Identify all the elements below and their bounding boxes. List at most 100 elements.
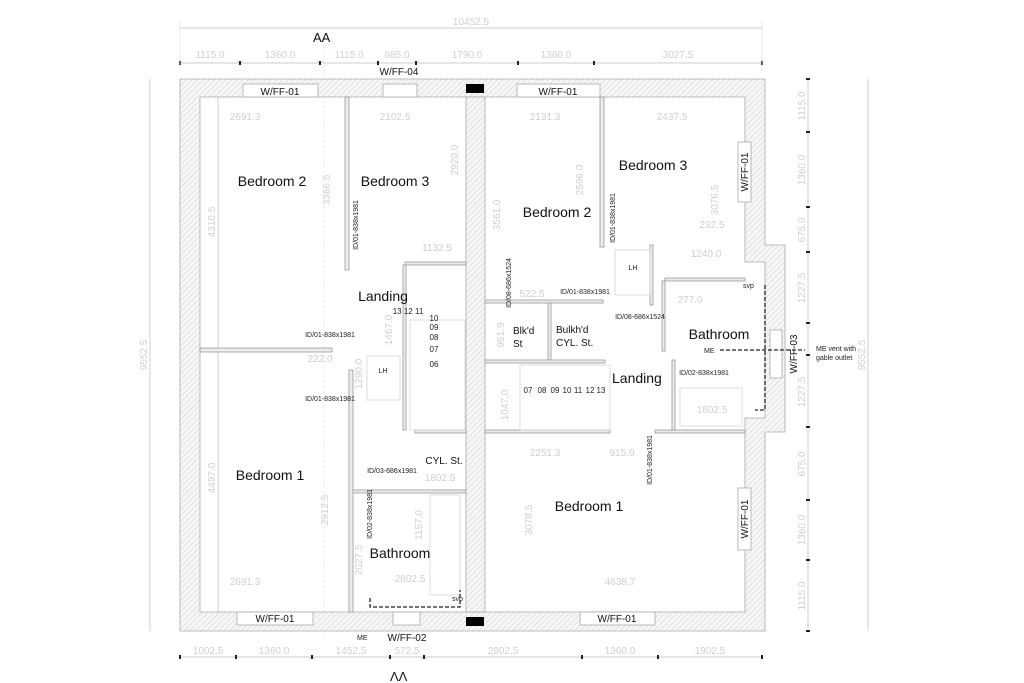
dim: 951.9: [496, 322, 507, 347]
dim: 222.0: [307, 354, 332, 365]
dim: 2027.5: [354, 544, 365, 575]
party-wall-marker-top: [466, 84, 484, 93]
bottom-dim: 1452.5: [336, 646, 367, 657]
top-dim: 1790.0: [452, 50, 483, 61]
door-label: ID/01-838x1981: [353, 200, 360, 250]
room-label-bulkhd: Bulkh'd: [556, 325, 589, 336]
door-label: ID/08-686x1524: [615, 314, 665, 321]
dim: 1240.0: [691, 249, 722, 260]
right-dim: 1360.0: [797, 154, 808, 185]
door-label: ID/01-838x1981: [647, 435, 654, 485]
me-duct-left: [369, 590, 461, 608]
stair-number: 06: [430, 360, 439, 369]
bottom-dim: 572.5: [394, 646, 419, 657]
stair-number: 09: [551, 386, 560, 395]
right-dim: 675.0: [797, 451, 808, 476]
top-dim: 3027.5: [663, 50, 694, 61]
window-top-mid: [382, 83, 418, 98]
me-label: ME: [357, 635, 368, 642]
stair-number: 13: [597, 386, 606, 395]
room-label-lh: LH: [629, 265, 638, 272]
dim: 3561.0: [492, 199, 503, 230]
door-label: ID/02-838x1981: [367, 489, 374, 539]
dim: 915.0: [609, 448, 634, 459]
svp-label: svp: [452, 596, 463, 603]
room-label-bedroom1: Bedroom 1: [236, 467, 305, 483]
overall-right-height-dim: 9552.5: [857, 339, 868, 370]
stair-number: 10: [563, 386, 572, 395]
left-dim-bedroom2: 4310.5: [207, 206, 218, 237]
party-wall-marker-bottom: [466, 617, 484, 626]
section-mark-bottom: ΛΛ: [390, 669, 408, 683]
right-dim: 1360.0: [797, 514, 808, 545]
window-label: W/FF-01: [256, 614, 295, 625]
dim: 2920.0: [450, 144, 461, 175]
interior-walls-left: [199, 96, 467, 613]
top-dim: 1360.0: [265, 50, 296, 61]
dim: 2437.5: [657, 112, 688, 123]
window-right-bath: [769, 329, 783, 379]
bottom-dim: 2802.5: [488, 646, 519, 657]
window-right-upper: [737, 141, 752, 203]
top-dim: 685.0: [384, 50, 409, 61]
room-label-landing: Landing: [612, 370, 662, 386]
right-dim: 1227.5: [797, 376, 808, 407]
right-unit: Bedroom 2 Bedroom 3 LH Blk'd St Bulkh'd …: [492, 112, 856, 588]
bottom-dim: 1360.0: [259, 646, 290, 657]
window-label: W/FF-02: [388, 633, 427, 644]
dim: 1290.0: [354, 358, 365, 389]
door-label: ID/01-838x1981: [305, 396, 355, 403]
me-vent-note: ME vent with: [816, 346, 856, 353]
overall-left-height-dim: 9552.5: [139, 339, 150, 370]
room-label-lh: LH: [379, 368, 388, 375]
window-label: W/FF-01: [740, 499, 751, 538]
door-label: ID/01-838x1981: [610, 193, 617, 243]
top-dim: 1115.0: [334, 50, 364, 61]
window-right-lower: [737, 487, 752, 551]
left-dim-bedroom1: 4497.0: [207, 462, 218, 493]
me-vent-note: gable outlet: [816, 355, 852, 362]
dim: 2131.3: [530, 112, 561, 123]
overall-width-dim: 10452.5: [453, 17, 490, 28]
window-bottom-mid: [392, 611, 421, 626]
door-label: ID/01-838x1981: [305, 332, 355, 339]
dim: 522.5: [519, 289, 544, 300]
stair-number: 07: [524, 386, 533, 395]
stair-number: 08: [538, 386, 547, 395]
dim: 4638.7: [605, 577, 636, 588]
room-label-bathroom: Bathroom: [689, 326, 750, 342]
dim: 1802.5: [697, 405, 728, 416]
me-duct-right: [720, 285, 805, 411]
stair-number: 09: [430, 323, 439, 332]
dim: 2691.3: [230, 112, 261, 123]
stair-number: 11: [574, 386, 583, 395]
bottom-dim: 1002.5: [193, 646, 224, 657]
room-label-bathroom: Bathroom: [370, 545, 431, 561]
room-label-blkd: St: [513, 339, 523, 350]
dim: 2596.0: [575, 164, 586, 195]
right-dim: 1227.5: [797, 272, 808, 303]
right-dim: 1115.0: [797, 91, 808, 121]
room-label-bedroom3: Bedroom 3: [361, 173, 430, 189]
dim: 2912.5: [320, 494, 331, 525]
dim: 2802.5: [395, 574, 426, 585]
top-dim: 1360.0: [541, 50, 572, 61]
door-label: ID/01-838x1981: [560, 289, 610, 296]
room-label-cyl: CYL. St.: [425, 456, 462, 467]
window-bottom-right: [579, 611, 656, 626]
door-label: ID/08-686x1524: [506, 258, 513, 308]
window-label: W/FF-03: [789, 334, 800, 373]
bottom-dim: 1902.5: [695, 646, 726, 657]
svp-label: svp: [743, 283, 754, 290]
dim: 1047.0: [500, 389, 511, 420]
room-label-bedroom2: Bedroom 2: [238, 173, 307, 189]
dim: 2691.3: [230, 577, 261, 588]
dim: 1802.5: [425, 473, 456, 484]
stair-number: 07: [430, 345, 439, 354]
dim: 2251.3: [530, 448, 561, 459]
section-mark-top: AA: [313, 30, 331, 45]
party-wall: [465, 96, 486, 613]
door-label: ID/02-838x1981: [679, 370, 729, 377]
dim: 277.0: [677, 295, 702, 306]
